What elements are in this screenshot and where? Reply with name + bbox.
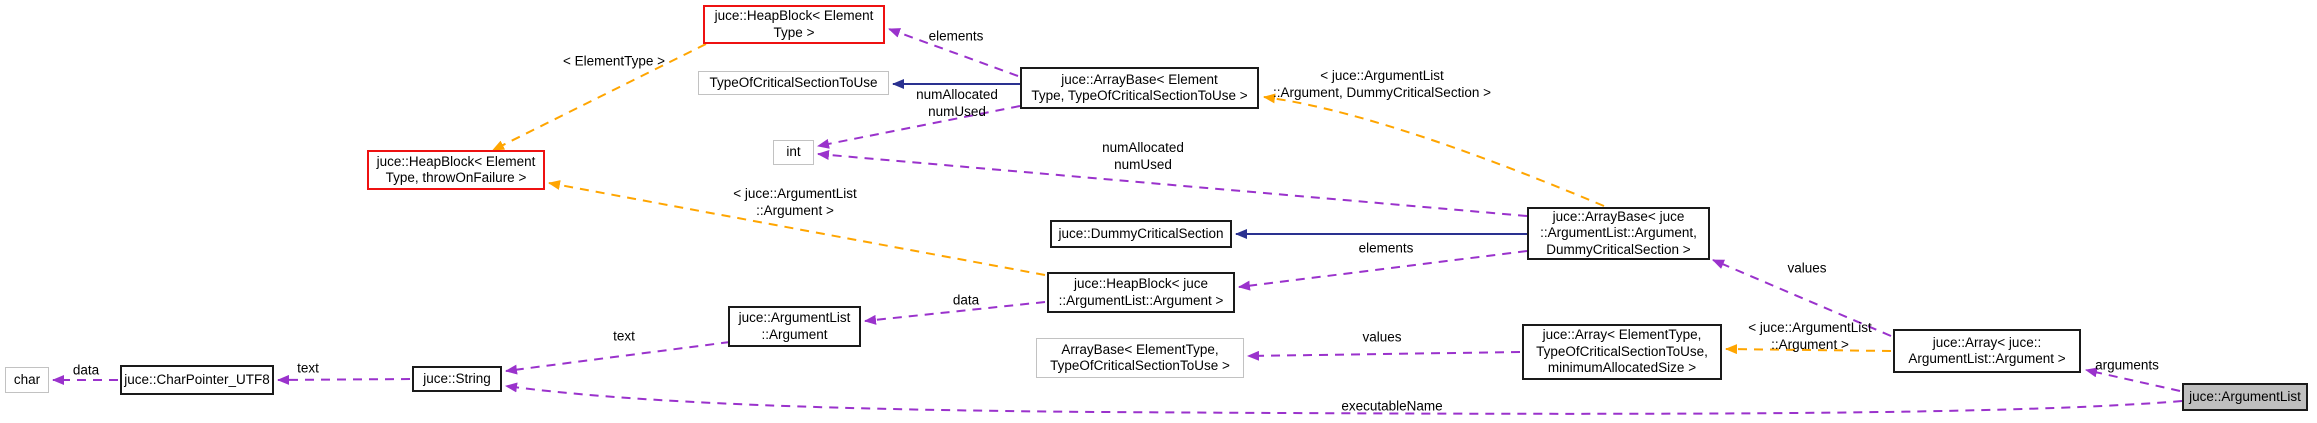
node-argumentlist-argument[interactable]: juce::ArgumentList ::Argument [728,306,861,347]
edge-label-values-right: values [1787,260,1827,276]
node-typeofcriticalsectiontouse: TypeOfCriticalSectionToUse [698,71,889,95]
node-argumentlist-focus: juce::ArgumentList [2182,383,2308,411]
edge-label-elements-mid: elements [1358,240,1414,256]
edge-template-argument-dcs [1263,93,1605,207]
edge-template-elementtype [492,43,707,151]
node-int: int [773,140,814,165]
edge-label-data-mid: data [952,292,980,308]
node-array-argumentlist-argument[interactable]: juce::Array< juce:: ArgumentList::Argume… [1893,329,2081,373]
node-heapblock-argumentlist-argument[interactable]: juce::HeapBlock< juce ::ArgumentList::Ar… [1047,272,1235,313]
edge-label-template-args-dcs: < juce::ArgumentList ::Argument, DummyCr… [1273,68,1491,100]
node-arraybase-elementtype[interactable]: juce::ArrayBase< Element Type, TypeOfCri… [1020,67,1259,109]
edge-usage-arguments [2085,367,2181,392]
edge-label-executablename: executableName [1341,398,1443,414]
edge-usage-values-right [1712,259,1892,337]
edge-label-elementtype: < ElementType > [562,53,666,69]
node-array-elementtype[interactable]: juce::Array< ElementType, TypeOfCritical… [1522,324,1722,380]
edge-usage-data-mid [864,301,1046,325]
edge-usage-text-bottom [277,374,411,385]
node-charpointer-utf8[interactable]: juce::CharPointer_UTF8 [120,365,274,395]
edge-usage-executablename [505,382,2183,415]
edge-label-text-bottom: text [297,360,319,376]
edge-label-elements-top: elements [928,28,984,44]
edge-label-numallocated-1: numAllocated numUsed [916,87,998,119]
edge-usage-numallocated-1 [817,105,1021,149]
edge-label-values-mid: values [1362,329,1402,345]
edge-label-template-arg-left: < juce::ArgumentList ::Argument > [733,186,857,218]
node-string[interactable]: juce::String [412,366,502,392]
node-dummycriticalsection[interactable]: juce::DummyCriticalSection [1050,220,1232,248]
edge-usage-elements-mid [1238,250,1528,291]
node-heapblock-elementtype[interactable]: juce::HeapBlock< Element Type > [703,5,885,44]
edge-usage-text-mid [505,341,731,375]
edge-template-argument-left [548,180,1046,276]
edge-usage-numallocated-2 [817,149,1528,217]
edge-label-arguments: arguments [2095,357,2159,373]
edge-label-data-bottom: data [72,362,100,378]
node-heapblock-throwonfailure[interactable]: juce::HeapBlock< Element Type, throwOnFa… [367,150,545,190]
node-arraybase-generic: ArrayBase< ElementType, TypeOfCriticalSe… [1036,338,1244,378]
edge-usage-elements-top [888,28,1019,77]
node-arraybase-argumentlist-argument[interactable]: juce::ArrayBase< juce ::ArgumentList::Ar… [1527,207,1710,260]
node-char: char [5,367,49,393]
edge-label-template-arg-right: < juce::ArgumentList ::Argument > [1748,320,1872,352]
edge-usage-values-mid [1247,350,1521,361]
edge-label-text-mid: text [613,328,635,344]
edge-template-argument-right [1725,344,1892,355]
edge-label-numallocated-2: numAllocated numUsed [1102,140,1184,172]
